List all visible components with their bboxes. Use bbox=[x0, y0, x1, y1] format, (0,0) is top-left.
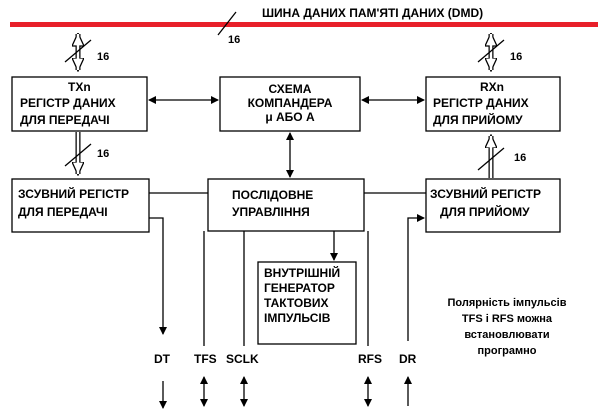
compander-line2: КОМПАНДЕРА bbox=[248, 96, 333, 110]
rx-bus-connection: 16 bbox=[477, 34, 522, 70]
tx-bus-width: 16 bbox=[97, 51, 109, 63]
clock-gen-line1: ВНУТРІШНІЙ bbox=[264, 265, 340, 280]
rx-shift-connection: 16 bbox=[477, 136, 526, 178]
pin-sclk: SCLK bbox=[226, 352, 259, 366]
rx-bus-width: 16 bbox=[510, 51, 522, 63]
note-line3: встановлювати bbox=[464, 329, 549, 341]
tx-bus-connection: 16 bbox=[64, 34, 109, 70]
rx-shift-width: 16 bbox=[514, 152, 526, 164]
compander-line1: СХЕМА bbox=[269, 82, 312, 96]
pin-dt: DT bbox=[154, 352, 171, 366]
tx-shift-line1: ЗСУВНИЙ РЕГІСТР bbox=[18, 186, 129, 201]
pin-tfs: TFS bbox=[194, 352, 217, 366]
tx-shift-connection: 16 bbox=[64, 132, 109, 174]
dmd-bus-width: 16 bbox=[228, 34, 240, 46]
tx-shift-line2: ДЛЯ ПЕРЕДАЧІ bbox=[18, 205, 108, 219]
dr-line bbox=[407, 214, 425, 341]
tx-shift-block: ЗСУВНИЙ РЕГІСТР ДЛЯ ПЕРЕДАЧІ bbox=[11, 178, 150, 233]
control-block: ПОСЛІДОВНЕ УПРАВЛІННЯ bbox=[207, 178, 365, 232]
note-line2: TFS і RFS можна bbox=[462, 313, 553, 325]
control-line2: УПРАВЛІННЯ bbox=[232, 205, 310, 219]
dmd-bus-line bbox=[10, 22, 598, 27]
dmd-bus-title: ШИНА ДАНИХ ПАМ'ЯТІ ДАНИХ (DMD) bbox=[262, 6, 483, 20]
rx-register-block: RXn РЕГІСТР ДАНИХ ДЛЯ ПРИЙОМУ bbox=[425, 76, 561, 132]
tx-bus-slash bbox=[64, 39, 92, 63]
tx-register-line3: ДЛЯ ПЕРЕДАЧІ bbox=[20, 113, 110, 127]
rx-shift-slash bbox=[477, 147, 505, 171]
tx-register-block: TXn РЕГІСТР ДАНИХ ДЛЯ ПЕРЕДАЧІ bbox=[11, 76, 148, 132]
compander-line3: μ АБО А bbox=[265, 110, 315, 124]
clock-gen-line3: ТАКТОВИХ bbox=[264, 296, 329, 310]
tx-register-title: TXn bbox=[68, 80, 91, 94]
rx-bus-slash bbox=[477, 39, 505, 63]
rx-shift-block: ЗСУВНИЙ РЕГІСТР ДЛЯ ПРИЙОМУ bbox=[425, 178, 561, 233]
clock-generator-block: ВНУТРІШНІЙ ГЕНЕРАТОР ТАКТОВИХ ІМПУЛЬСІВ bbox=[257, 261, 357, 345]
polarity-note: Полярність імпульсів TFS і RFS можна вст… bbox=[448, 297, 567, 357]
pin-dr: DR bbox=[399, 352, 417, 366]
rx-register-line3: ДЛЯ ПРИЙОМУ bbox=[433, 112, 523, 127]
pin-rfs: RFS bbox=[358, 352, 382, 366]
rx-register-line2: РЕГІСТР ДАНИХ bbox=[433, 96, 529, 110]
note-line4: програмно bbox=[477, 345, 536, 357]
control-line1: ПОСЛІДОВНЕ bbox=[232, 188, 313, 202]
dmd-bus-slash bbox=[217, 11, 237, 36]
rx-register-title: RXn bbox=[480, 80, 504, 94]
tx-register-line2: РЕГІСТР ДАНИХ bbox=[20, 96, 116, 110]
rx-shift-line2: ДЛЯ ПРИЙОМУ bbox=[440, 204, 530, 219]
dmd-bus: ШИНА ДАНИХ ПАМ'ЯТІ ДАНИХ (DMD) 16 bbox=[10, 6, 598, 46]
tx-shift-slash bbox=[64, 143, 92, 167]
rx-shift-line1: ЗСУВНИЙ РЕГІСТР bbox=[430, 186, 541, 201]
clock-gen-line4: ІМПУЛЬСІВ bbox=[264, 311, 331, 325]
note-line1: Полярність імпульсів bbox=[448, 297, 567, 309]
tx-shift-width: 16 bbox=[97, 148, 109, 160]
dt-line bbox=[149, 217, 167, 335]
compander-block: СХЕМА КОМПАНДЕРА μ АБО А bbox=[219, 76, 361, 132]
clock-gen-line2: ГЕНЕРАТОР bbox=[264, 281, 335, 295]
